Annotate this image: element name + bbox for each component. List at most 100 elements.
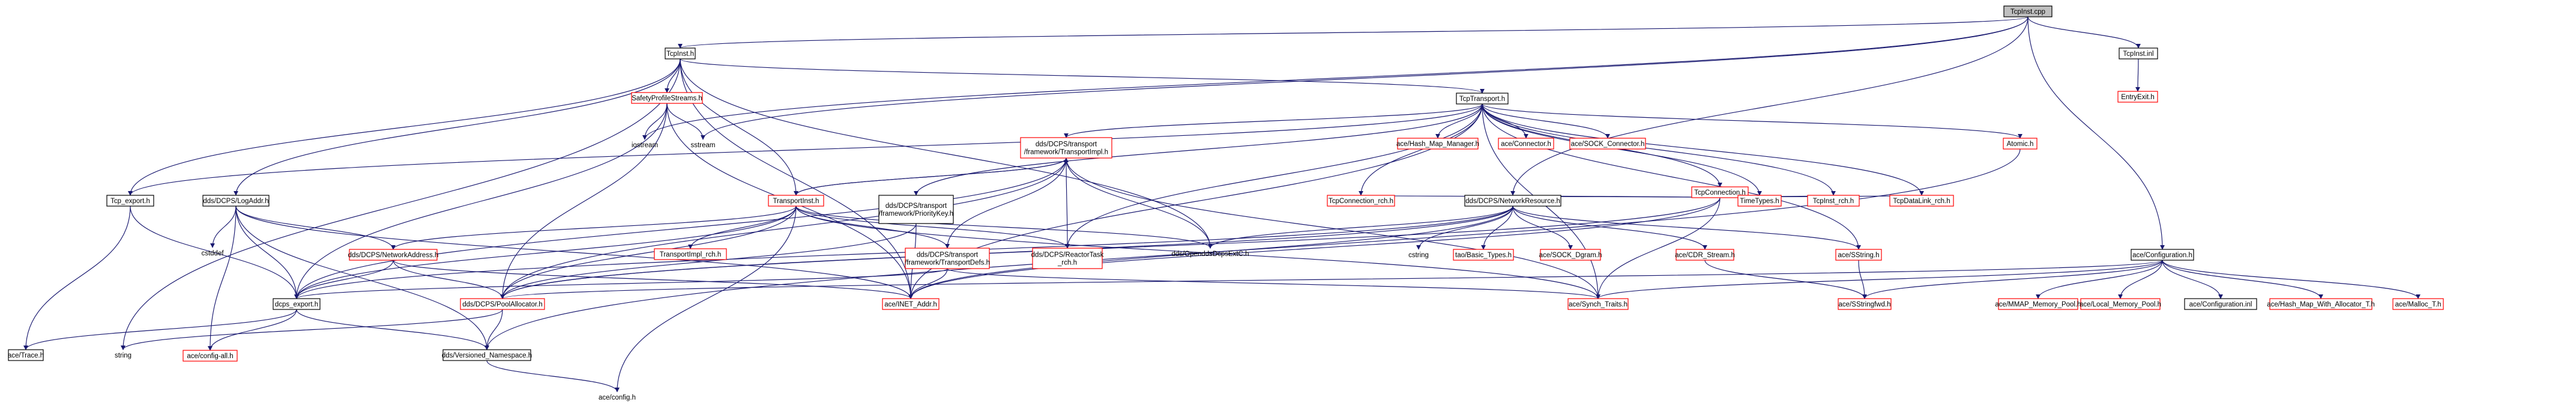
edge-tcpinst_h-to-tcpexport: [128, 58, 681, 196]
node-sockconnector[interactable]: ace/SOCK_Connector.h: [1569, 138, 1646, 150]
node-label: /framework/TransportImpl.h: [1024, 149, 1108, 156]
edge-safety-to-poolalloc: [499, 103, 668, 299]
edge-versioned-to-aceconfig: [486, 360, 620, 392]
node-box: [1397, 138, 1479, 150]
node-tcpdatalink[interactable]: TcpDataLink_rch.h: [1889, 195, 1954, 207]
node-sstringfwd[interactable]: ace/SStringfwd.h: [1838, 298, 1892, 310]
node-logaddr[interactable]: dds/DCPS/LogAddr.h: [202, 195, 270, 207]
node-box: [2119, 47, 2158, 59]
node-tdata[interactable]: dds/DCPS/transport/framework/TransportDe…: [905, 248, 990, 269]
node-malloc[interactable]: ace/Malloc_T.h: [2392, 298, 2444, 310]
node-poolalloc[interactable]: dds/DCPS/PoolAllocator.h: [460, 298, 545, 310]
node-box: [882, 298, 940, 310]
node-tcpinst_inl[interactable]: TcpInst.inl: [2119, 47, 2158, 59]
edge-logaddr-to-dcpsexport: [235, 206, 300, 299]
node-tcpconnection[interactable]: TcpConnection.h: [1691, 186, 1749, 198]
node-label: ace/config.h: [599, 394, 636, 401]
edge-tcptransport-to-tcpconn_rch: [1358, 103, 1483, 196]
node-cdrstream[interactable]: ace/CDR_Stream.h: [1675, 249, 1735, 261]
node-tcptransport[interactable]: TcpTransport.h: [1456, 93, 1509, 105]
edge-transportimpl-to-dcpsexport: [294, 157, 1067, 299]
node-acetrace[interactable]: ace/Trace.h: [8, 349, 44, 361]
node-basictypes[interactable]: tao/Basic_Types.h: [1453, 249, 1514, 261]
node-label: TransportImpl_rch.h: [660, 251, 721, 258]
edge-poolalloc-to-versioned: [484, 309, 503, 350]
node-box: [1835, 249, 1882, 261]
node-label: Atomic.h: [2007, 141, 2034, 148]
node-label: sstream: [691, 142, 716, 149]
node-hashalloc[interactable]: ace/Hash_Map_With_Allocator_T.h: [2267, 298, 2375, 310]
node-transportinst[interactable]: TransportInst.h: [768, 195, 824, 207]
node-synchtraits[interactable]: ace/Synch_Traits.h: [1567, 298, 1629, 310]
node-timpl_rch[interactable]: TransportImpl_rch.h: [654, 248, 727, 260]
node-reactortask[interactable]: dds/DCPS/ReactorTask_rch.h: [1031, 248, 1104, 269]
node-box: [1691, 186, 1749, 198]
node-timetypes[interactable]: TimeTypes.h: [1737, 195, 1782, 207]
node-sstring[interactable]: ace/SString.h: [1835, 249, 1882, 261]
edge-dcpsexport-to-configall: [208, 309, 297, 351]
edge-transportinst-to-reactortask: [795, 206, 1070, 249]
node-safety[interactable]: SafetyProfileStreams.h: [631, 92, 703, 104]
edge-tcptransport-to-reactortask: [1065, 103, 1483, 249]
node-label: ace/Hash_Map_Manager.h: [1396, 141, 1479, 148]
node-entryexit[interactable]: EntryExit.h: [2117, 91, 2158, 103]
node-label: ace/Hash_Map_With_Allocator_T.h: [2267, 301, 2375, 308]
node-label: ace/Local_Memory_Pool.h: [2080, 301, 2161, 308]
node-tcpconn_rch[interactable]: TcpConnection_rch.h: [1327, 195, 1395, 207]
edge-root-to-netres: [1510, 16, 2029, 196]
edge-configuration-to-sstringfwd: [1862, 260, 2163, 299]
edge-tcptransport-to-atomic: [1482, 103, 2022, 139]
node-label: EntryExit.h: [2121, 94, 2155, 101]
node-root[interactable]: TcpInst.cpp: [2003, 5, 2053, 17]
node-label: tao/Basic_Types.h: [1455, 252, 1512, 259]
node-label: ace/Configuration.h: [2132, 252, 2192, 259]
node-hashmapmgr[interactable]: ace/Hash_Map_Manager.h: [1396, 138, 1479, 150]
node-sstream: sstream: [691, 142, 716, 149]
node-box: [665, 47, 696, 59]
node-atomic[interactable]: Atomic.h: [2003, 138, 2038, 150]
edge-tcpexport-to-dcpsexport: [130, 206, 299, 299]
node-label: TimeTypes.h: [1740, 198, 1779, 205]
edge-cdrstream-to-sstringfwd: [1704, 260, 1867, 299]
node-transportimpl[interactable]: dds/DCPS/transport/framework/TransportIm…: [1020, 137, 1112, 159]
node-tcpexport[interactable]: Tcp_export.h: [106, 195, 154, 207]
node-versioned[interactable]: dds/Versioned_Namespace.h: [442, 349, 532, 361]
node-label: dcps_export.h: [275, 301, 318, 308]
node-configinl[interactable]: ace/Configuration.inl: [2184, 298, 2257, 310]
edge-netres-to-dcpsexport: [294, 206, 1513, 299]
node-label: cstddef: [201, 250, 224, 257]
node-label: TcpConnection_rch.h: [1329, 198, 1393, 205]
node-string: string: [115, 352, 131, 359]
node-tcpinst_rch[interactable]: TcpInst_rch.h: [1807, 195, 1860, 207]
node-configall[interactable]: ace/config-all.h: [182, 350, 238, 362]
node-dcpsexport[interactable]: dcps_export.h: [273, 298, 321, 310]
node-label: SafetyProfileStreams.h: [632, 95, 702, 102]
node-label: dds/DCPS/ReactorTask: [1031, 252, 1104, 259]
node-netaddr[interactable]: dds/DCPS/NetworkAddress.h: [348, 249, 439, 261]
edge-root-to-sstream: [701, 16, 2029, 140]
node-box: [1540, 249, 1601, 261]
node-priokey[interactable]: dds/DCPS/transport/framework/PriorityKey…: [878, 195, 954, 224]
node-label: iostream: [632, 142, 658, 149]
edge-transportinst-to-timpl_rch: [688, 206, 797, 249]
edge-transportimpl-to-synchtraits: [1066, 157, 1600, 299]
edge-dcpsexport-to-versioned: [296, 309, 489, 350]
node-sockdgram[interactable]: ace/SOCK_Dgram.h: [1539, 249, 1602, 261]
node-cstring: cstring: [1408, 252, 1429, 259]
node-tcpinst_h[interactable]: TcpInst.h: [665, 47, 696, 59]
node-mmap[interactable]: ace/MMAP_Memory_Pool.h: [1995, 298, 2081, 310]
node-label: dds/OpenddsDcpsExtC.h: [1171, 251, 1249, 258]
node-localmem[interactable]: ace/Local_Memory_Pool.h: [2080, 298, 2161, 310]
node-label: /framework/TransportDefs.h: [905, 260, 990, 267]
node-netres[interactable]: dds/DCPS/NetworkResource.h: [1464, 195, 1561, 207]
node-inetaddr[interactable]: ace/INET_Addr.h: [882, 298, 940, 310]
node-label: dds/DCPS/transport: [885, 202, 947, 210]
node-connector[interactable]: ace/Connector.h: [1498, 138, 1554, 150]
node-box: [1498, 138, 1554, 150]
node-label: ace/Configuration.inl: [2189, 301, 2252, 308]
node-configuration[interactable]: ace/Configuration.h: [2131, 249, 2194, 261]
edge-tcptransport-to-connector: [1482, 103, 1529, 139]
edge-tcpinst_h-to-string: [121, 58, 681, 350]
edge-configuration-to-mmap: [2036, 260, 2163, 299]
node-box: [2080, 298, 2161, 310]
